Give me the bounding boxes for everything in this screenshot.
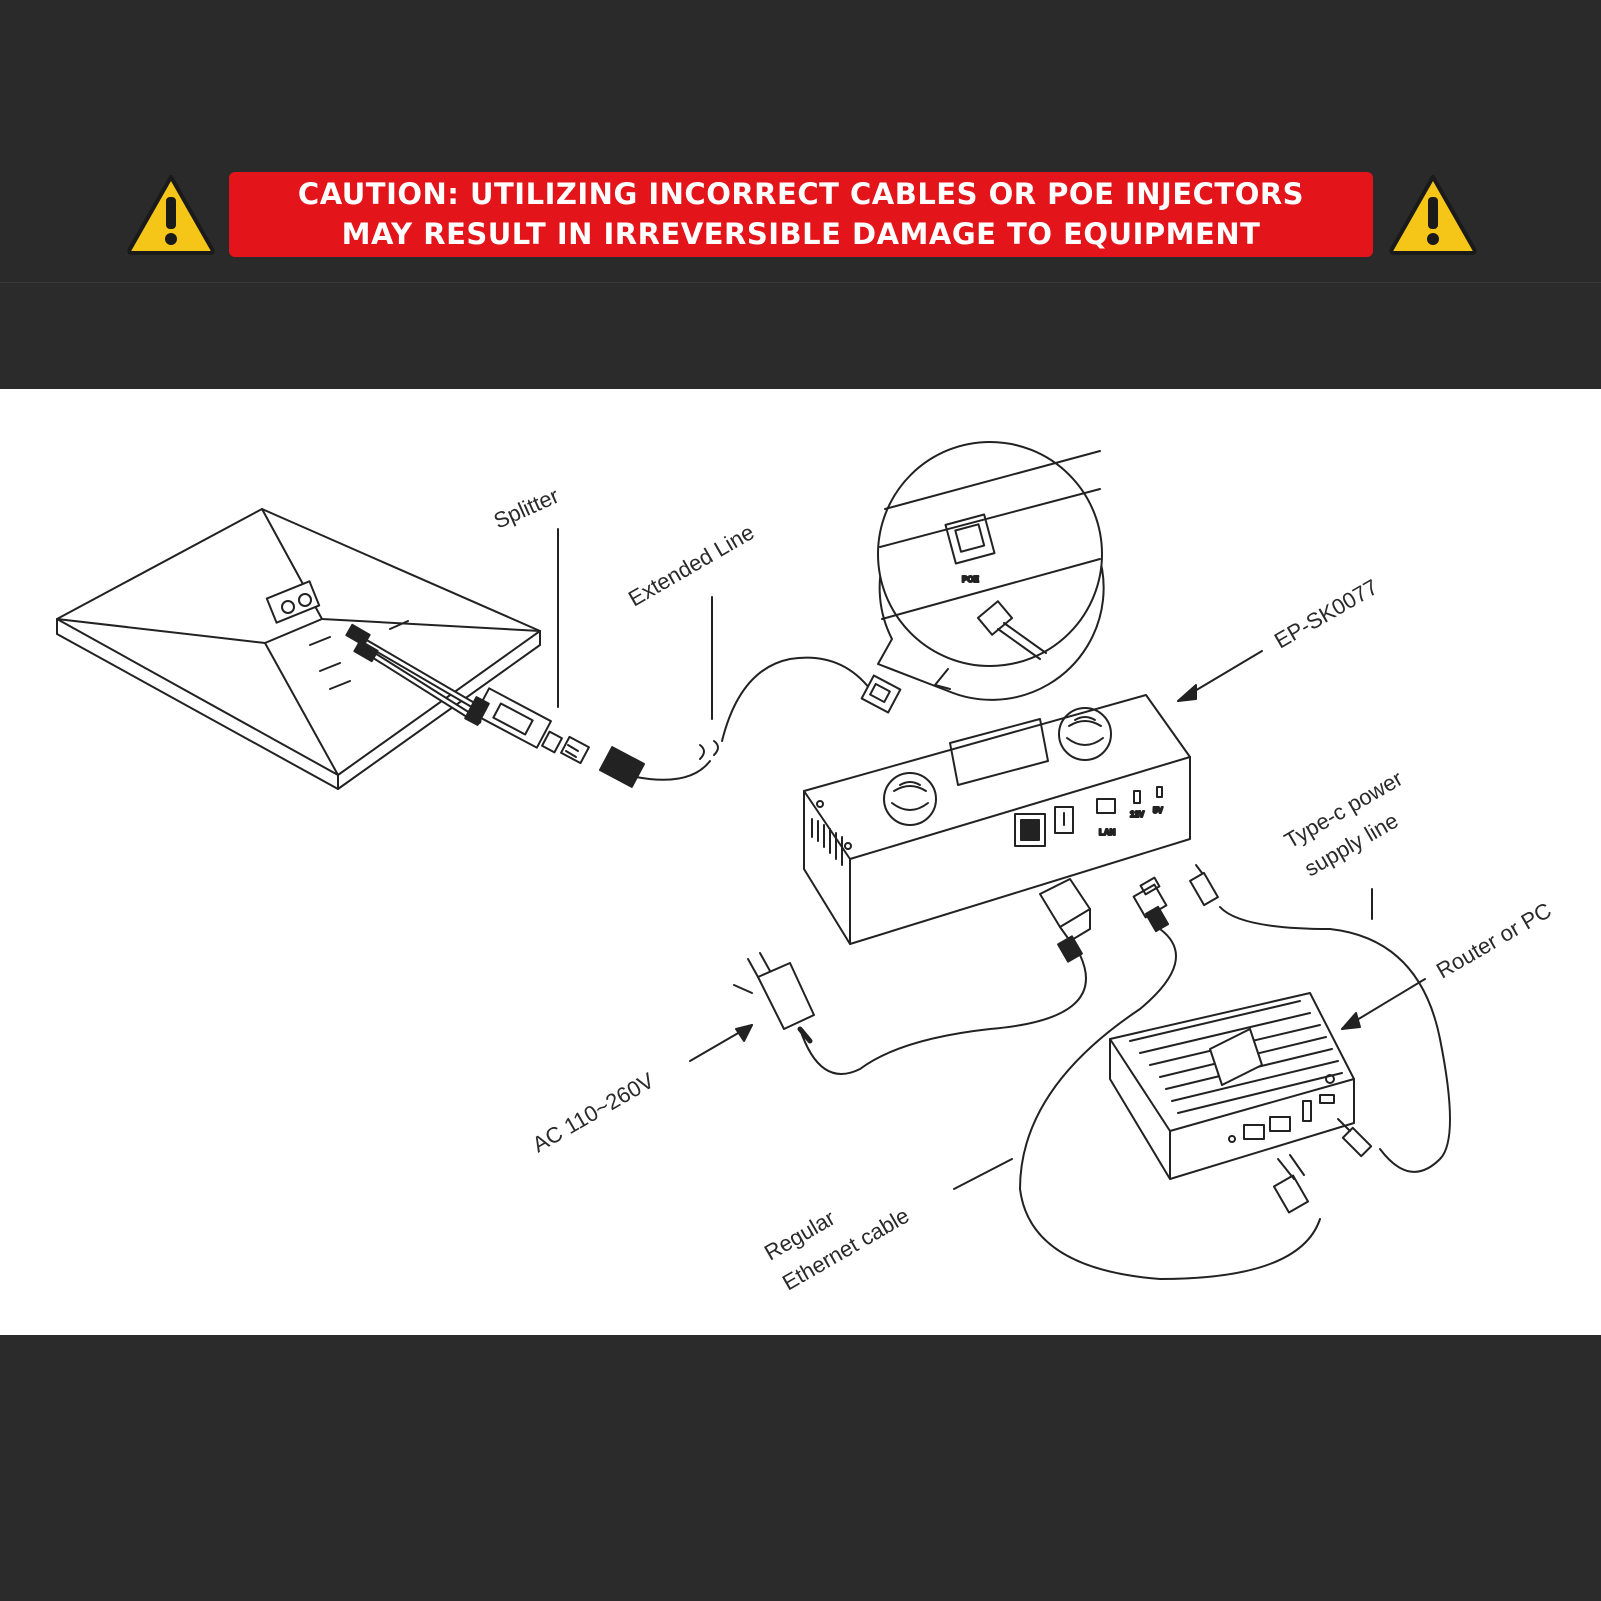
connection-diagram: POE LAN (0, 389, 1601, 1335)
12v-port-label: 12V (1130, 810, 1145, 819)
warning-icon-right (1389, 175, 1477, 255)
leader-lines (557, 528, 1426, 1190)
type-c-cable (1189, 864, 1451, 1173)
footer-band (0, 1335, 1601, 1601)
poe-injector-unit (803, 694, 1191, 945)
splitter-device (345, 623, 563, 754)
5v-port-label: 5V (1153, 806, 1163, 815)
poe-port-label: POE (962, 575, 980, 584)
caution-line-1: CAUTION: UTILIZING INCORRECT CABLES OR P… (297, 177, 1305, 211)
caution-header: CAUTION: UTILIZING INCORRECT CABLES OR P… (0, 0, 1601, 283)
extended-line-cable (560, 656, 902, 788)
extended-line-label: Extended Line (624, 519, 758, 611)
model-arrow-head (1177, 684, 1197, 702)
ac-power-cord (733, 878, 1091, 1075)
ethernet-leader (953, 1158, 1013, 1190)
diagram-svg: POE LAN (56, 441, 1556, 1295)
splitter-label: Splitter (490, 483, 563, 534)
caution-line-2: MAY RESULT IN IRREVERSIBLE DAMAGE TO EQU… (341, 217, 1261, 251)
lan-port-label: LAN (1099, 828, 1116, 837)
antenna-panel (56, 508, 541, 790)
caution-banner: CAUTION: UTILIZING INCORRECT CABLES OR P… (229, 172, 1373, 257)
ac-arrow-head (735, 1024, 753, 1042)
router-label: Router or PC (1432, 897, 1556, 983)
router-device (1109, 992, 1355, 1180)
warning-icon-left (127, 175, 215, 255)
router-arrow-head (1341, 1012, 1361, 1030)
poe-port-zoom-bubble (877, 441, 1105, 701)
ac-voltage-label: AC 110~260V (528, 1068, 659, 1158)
model-label: EP-SK0077 (1270, 574, 1382, 653)
regular-ethernet-cable (1019, 876, 1321, 1280)
